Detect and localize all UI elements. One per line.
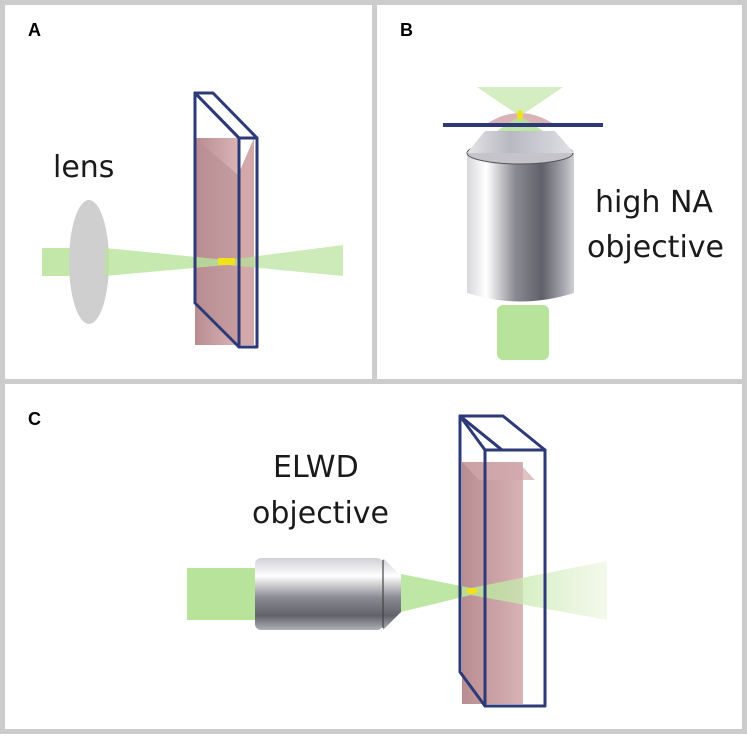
cuvette-frame: [193, 91, 259, 349]
panel-c-diagram: [187, 414, 607, 708]
beam-diverging: [227, 245, 343, 276]
panel-b-diagram: [443, 87, 603, 360]
panel-a-diagram: [42, 91, 343, 349]
cuvette-front-face: [462, 462, 523, 704]
panel-b: B high NA objective: [372, 0, 747, 384]
objective-nose: [467, 131, 574, 153]
high-na-caption-line1: high NA: [595, 185, 713, 220]
focal-spot: [218, 258, 235, 265]
beam-converging: [105, 248, 227, 276]
lens-element: [69, 200, 109, 324]
beam-diverging: [477, 87, 563, 115]
panel-c-label: C: [28, 409, 41, 429]
beam-converging: [401, 574, 471, 612]
beam-back: [497, 305, 549, 360]
panel-c: C ELWD objective: [0, 379, 747, 734]
high-na-caption-line2: objective: [587, 230, 724, 265]
panel-b-label: B: [400, 20, 413, 40]
elwd-caption-line2: objective: [252, 496, 389, 531]
focal-spot: [466, 588, 478, 594]
cuvette-side-face: [195, 138, 238, 345]
cuvette-top-face: [462, 462, 535, 480]
beam-diverging: [471, 561, 607, 620]
focal-spot: [517, 110, 523, 120]
panel-a: A lens: [0, 0, 377, 384]
lens-caption: lens: [53, 150, 115, 185]
elwd-caption-line1: ELWD: [273, 450, 359, 485]
objective-nose: [383, 558, 401, 630]
beam-back: [187, 568, 257, 620]
objective-barrel: [255, 558, 383, 630]
cuvette-right-face: [238, 138, 254, 345]
panel-a-label: A: [28, 20, 41, 40]
cuvette-frame: [458, 414, 547, 708]
objective-body: [467, 153, 574, 302]
